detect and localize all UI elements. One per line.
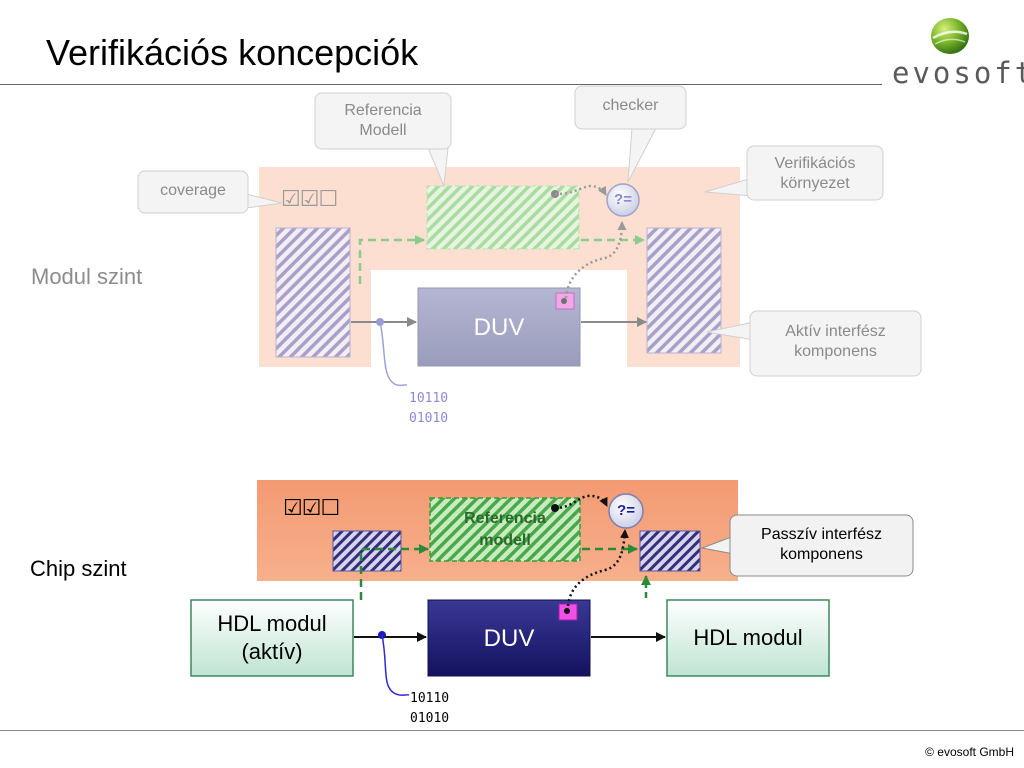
- logo-wordmark: evosoft: [892, 56, 1024, 90]
- chip-ref-to-compare-path: [554, 494, 609, 510]
- modul-compare-label: ?=: [614, 191, 632, 208]
- modul-compare-node: [606, 183, 640, 217]
- modul-szint-label: Modul szint: [31, 264, 143, 289]
- chip-compare-node: [608, 493, 644, 529]
- modul-probe-to-compare-path: [564, 221, 627, 299]
- modul-duv-label: DUV: [473, 314, 525, 341]
- chip-ref-input-path: [359, 544, 429, 600]
- chip-coverage-checkboxes-icon: ☑☑☐: [283, 495, 340, 520]
- modul-active-driver-block: [275, 227, 351, 358]
- chip-callout-passziv: [700, 514, 914, 577]
- copyright-notice: © evosoft GmbH: [925, 745, 1014, 759]
- title-divider: [0, 84, 882, 85]
- modul-ref-to-compare-path: [554, 184, 608, 196]
- chip-hdl-output-label: HDL modul: [693, 625, 803, 650]
- chip-passive-monitor-block: [639, 530, 701, 572]
- footer-divider: [0, 730, 1024, 731]
- modul-ref-input-path: [358, 235, 425, 284]
- callout-passziv-interfesz: Passzív interfész komponens: [761, 526, 882, 563]
- modul-callout-aktiv: [706, 310, 922, 377]
- chip-hdl-active-block: [190, 599, 354, 677]
- chip-compare-label: ?=: [617, 502, 635, 519]
- chip-probe-to-compare-path: [566, 529, 629, 607]
- callout-aktiv-interfesz: Aktív interfész komponens: [785, 323, 886, 360]
- callout-referencia-modell: Referencia Modell: [344, 102, 422, 139]
- modul-callout-coverage: [137, 170, 283, 214]
- chip-hdl-active-label: HDL modul (aktív): [217, 611, 327, 664]
- modul-duv-block: [417, 287, 581, 367]
- chip-passive-driver-block: [332, 530, 402, 572]
- modul-bit-stream: 10110 01010: [409, 391, 449, 426]
- modul-callout-referencia: [314, 92, 452, 187]
- modul-active-monitor-block: [646, 227, 722, 354]
- slide-title: Verifikációs koncepciók: [46, 32, 419, 73]
- chip-szint-label: Chip szint: [30, 556, 127, 581]
- callout-coverage: coverage: [160, 182, 226, 199]
- chip-duv-label: DUV: [483, 625, 535, 652]
- modul-coverage-checkboxes-icon: ☑☑☐: [281, 186, 338, 211]
- chip-bit-stream: 10110 01010: [410, 691, 450, 726]
- modul-callout-checker: [574, 85, 687, 183]
- modul-callout-verifikacios: [704, 145, 884, 201]
- callout-verifikacios-kornyezet: Verifikációs környezet: [774, 155, 856, 192]
- callout-checker: checker: [602, 97, 659, 114]
- chip-reference-model-label: Referencia modell: [464, 510, 546, 549]
- evosoft-logo-icon: [931, 18, 969, 54]
- chip-hdl-output-block: [666, 599, 830, 677]
